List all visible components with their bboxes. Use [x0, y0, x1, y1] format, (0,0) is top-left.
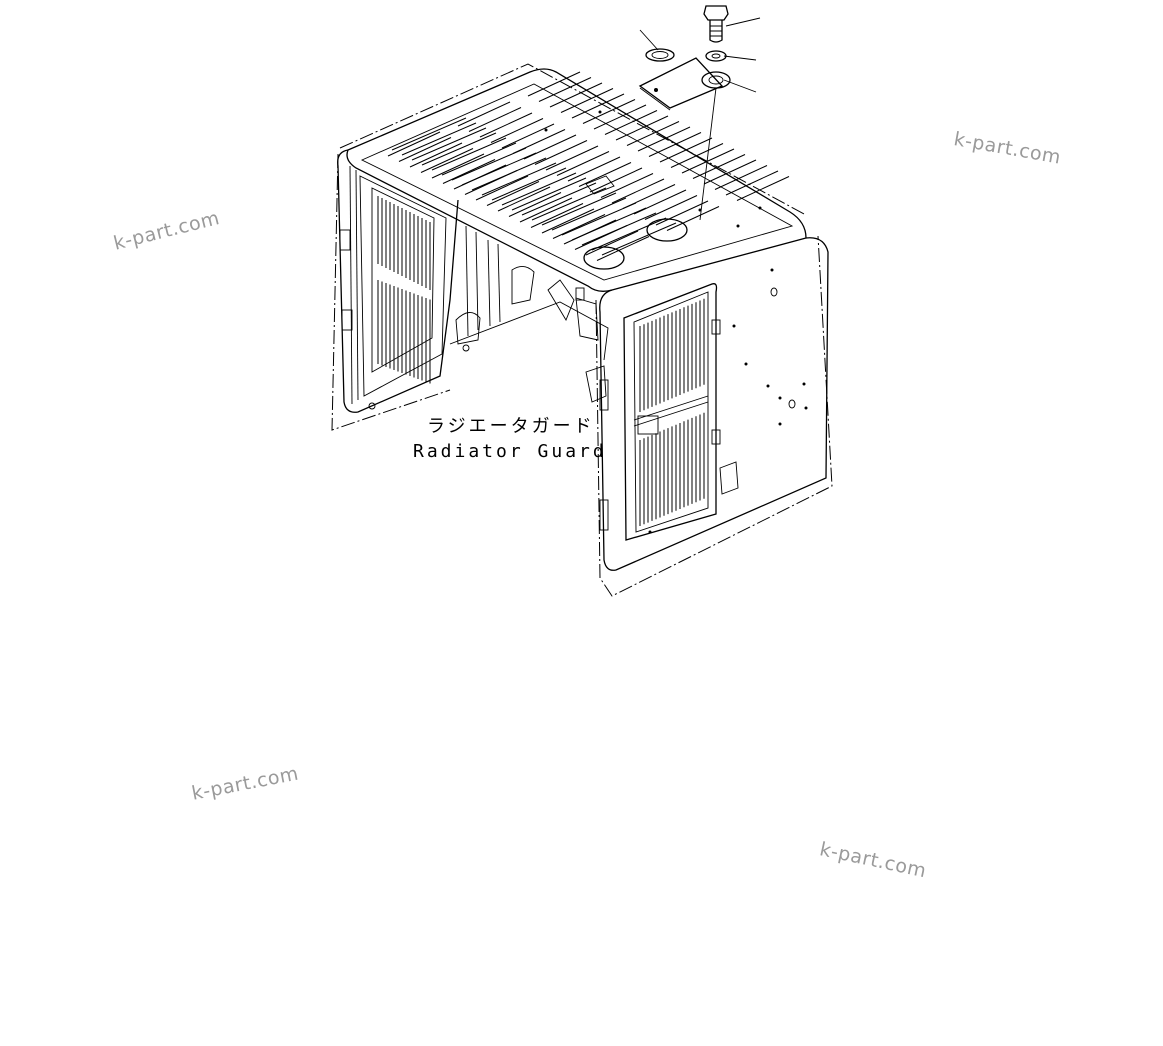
grille-slat — [523, 134, 577, 160]
grille-slat — [591, 217, 667, 251]
grille-slat — [457, 101, 511, 127]
grille-slat — [486, 181, 540, 206]
grille-slat — [475, 175, 529, 201]
grille-slat — [626, 121, 680, 146]
grille-slat — [637, 126, 691, 152]
grille-slat — [622, 184, 676, 209]
grille-slat — [633, 189, 687, 215]
grille-slat — [497, 186, 551, 212]
grille-slat — [545, 145, 599, 171]
grille-slat — [491, 167, 567, 201]
grille-slat — [736, 176, 790, 201]
grille-slat — [648, 132, 702, 157]
grille-slat — [666, 206, 720, 231]
grille-slat — [431, 137, 507, 171]
caption-english: Radiator Guard — [413, 441, 607, 462]
grille-slat — [655, 200, 709, 226]
grille-slat — [391, 117, 467, 151]
grille-slat — [560, 88, 614, 113]
grille-slat — [692, 154, 746, 179]
bolt — [703, 5, 729, 43]
grille-slat — [552, 214, 606, 239]
grille-slat — [431, 153, 485, 179]
grille-slat — [604, 110, 658, 135]
grille-slat — [571, 93, 625, 119]
grille-slat — [527, 71, 581, 97]
grille-slat — [549, 82, 603, 108]
grille-slat — [411, 127, 487, 161]
grille-slat — [421, 132, 497, 166]
grille-slat — [659, 137, 713, 163]
grille-slat — [703, 159, 757, 185]
grille-slat — [567, 156, 621, 182]
grille-slat — [582, 99, 636, 124]
grille-slat — [398, 137, 452, 162]
grille-slat — [615, 115, 669, 141]
grille-slat — [501, 172, 577, 206]
grille-slat — [512, 129, 566, 154]
grille-slat — [574, 225, 628, 250]
interior-frame — [368, 225, 609, 410]
grille-slat — [464, 170, 518, 195]
left-grille — [377, 196, 431, 384]
grille-slat — [521, 182, 597, 216]
grille-slat — [508, 192, 562, 217]
grille-slat — [551, 197, 627, 231]
gasket — [645, 48, 731, 89]
grille-slat — [541, 192, 617, 226]
grille-slat — [501, 123, 555, 149]
grille-slat — [468, 107, 522, 132]
grille-slat — [534, 140, 588, 165]
grille-slat — [538, 77, 592, 102]
grille-slat — [556, 151, 610, 176]
grille-slat — [611, 178, 665, 204]
grille-slat — [453, 164, 507, 190]
grille-slat — [511, 177, 587, 211]
grille-slat — [578, 162, 632, 187]
grille-slat — [589, 167, 643, 193]
grille-slat — [725, 170, 779, 196]
grille-slat — [596, 236, 650, 261]
leader-lines — [639, 17, 761, 221]
grille-slat — [387, 131, 441, 157]
grille-slat — [401, 122, 477, 156]
grille-slat — [420, 148, 474, 173]
right-grille — [639, 298, 705, 526]
grille-slat — [600, 173, 654, 198]
grille-slat — [519, 197, 573, 223]
washer — [705, 50, 727, 62]
grille-slat — [481, 162, 557, 196]
grille-slat — [644, 195, 698, 220]
grille-slat — [585, 230, 639, 256]
grille-slat — [530, 203, 584, 228]
top-holes — [544, 110, 762, 270]
grille-slat — [541, 208, 595, 234]
grille-slat — [563, 219, 617, 245]
grille-slat — [409, 142, 463, 168]
grille-slat — [714, 165, 768, 190]
grille-slat — [479, 112, 533, 138]
cover-plate — [638, 57, 724, 111]
caption-japanese: ラジエータガード — [427, 416, 595, 437]
right-side-panel — [595, 235, 833, 597]
left-side-panel — [331, 149, 459, 431]
grille-slat — [490, 118, 544, 143]
grille-slat — [442, 159, 496, 184]
grille-slat — [531, 187, 607, 221]
grille-slat — [593, 104, 647, 130]
grille-slat — [601, 222, 677, 256]
grille-slat — [681, 148, 735, 174]
grille-slat — [441, 142, 517, 176]
grille-slat — [670, 143, 724, 168]
top-grille — [387, 71, 790, 261]
